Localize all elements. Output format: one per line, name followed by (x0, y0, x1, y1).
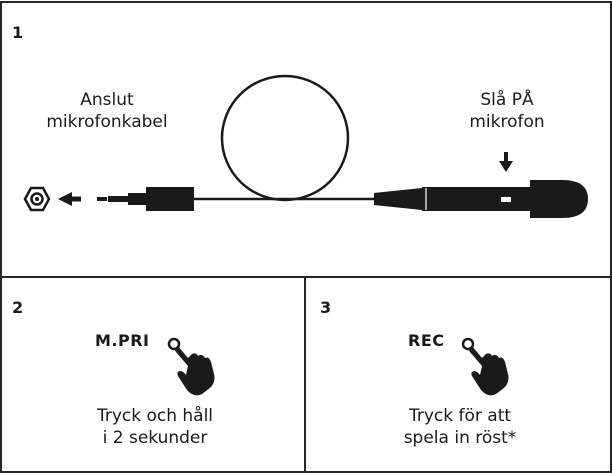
pointing-hand-icon (167, 337, 215, 396)
pointing-hand-icon (461, 337, 509, 396)
plug-icon (97, 187, 194, 211)
m-pri-caption: Tryck och håll i 2 sekunder (96, 406, 214, 448)
rec-button-label: REC (408, 331, 445, 350)
power-switch-icon (501, 197, 511, 202)
step-1-panel: 1 Anslut mikrofonkabel Slå PÅ mikrofon (0, 1, 612, 278)
connect-cable-label: Anslut mikrofonkabel (46, 90, 168, 132)
arrow-down-icon (499, 152, 513, 172)
step-number: 2 (12, 298, 24, 317)
hex-nut-jack-icon (23, 186, 51, 212)
step-number: 3 (320, 298, 332, 317)
microphone-cable-diagram (23, 74, 588, 218)
m-pri-button-label: M.PRI (95, 331, 150, 350)
microphone-icon (374, 180, 588, 218)
step-number: 1 (12, 23, 24, 42)
coiled-cable-icon (194, 74, 374, 202)
arrow-left-icon (58, 192, 81, 206)
step-2-panel: 2 M.PRI Tryck och håll i 2 sekunder (0, 276, 306, 473)
m-pri-press-illustration (167, 337, 215, 396)
step-3-panel: 3 REC Tryck för att spela in röst* (304, 276, 612, 473)
power-on-label: Slå PÅ mikrofon (469, 90, 545, 132)
rec-press-illustration (461, 337, 509, 396)
rec-caption: Tryck för att spela in röst* (403, 406, 517, 448)
